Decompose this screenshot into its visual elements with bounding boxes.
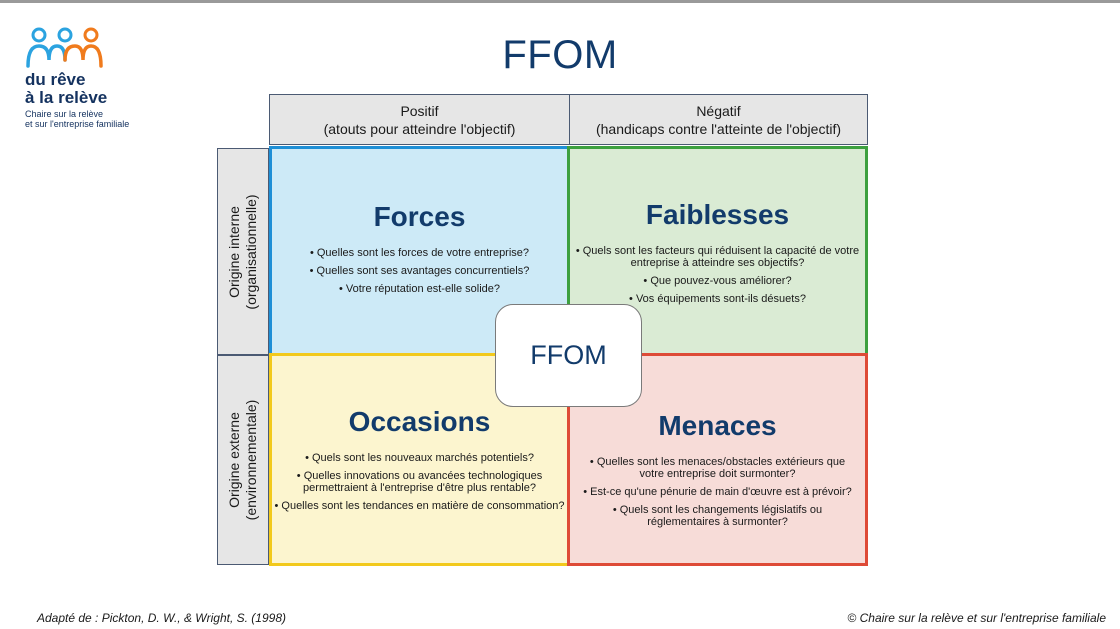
list-item: • Vos équipements sont-ils désuets? (629, 293, 806, 305)
logo: du rêve à la relève Chaire sur la relève… (25, 26, 185, 129)
quadrant-forces-list: • Quelles sont les forces de votre entre… (272, 247, 567, 295)
list-item: • Quels sont les changements législatifs… (612, 504, 823, 528)
list-item: • Votre réputation est-elle solide? (338, 283, 500, 295)
footer-copyright: © Chaire sur la relève et sur l'entrepri… (847, 611, 1106, 625)
quadrant-menaces-list: • Quelles sont les menaces/obstacles ext… (570, 456, 865, 528)
column-header-positif-line2: (atouts pour atteindre l'objectif) (323, 120, 516, 137)
center-label-box: FFOM (495, 304, 642, 407)
quadrant-occasions-list: • Quels sont les nouveaux marchés potent… (272, 452, 567, 512)
quadrant-occasions: Occasions • Quels sont les nouveaux marc… (269, 353, 570, 566)
quadrant-forces-title: Forces (373, 201, 466, 232)
list-item: • Quelles sont les menaces/obstacles ext… (589, 456, 846, 480)
column-header-negatif: Négatif (handicaps contre l'atteinte de … (569, 94, 868, 145)
footer-source: Adapté de : Pickton, D. W., & Wright, S.… (37, 611, 286, 625)
column-header-positif: Positif (atouts pour atteindre l'objecti… (269, 94, 570, 145)
quadrant-menaces-title: Menaces (658, 410, 777, 441)
list-item: • Est-ce qu'une pénurie de main d'œuvre … (583, 486, 852, 498)
quadrant-faiblesses-title: Faiblesses (645, 199, 790, 230)
row-header-externe: Origine externe (environnementale) (217, 355, 269, 565)
logo-sub-line1: Chaire sur la relève (25, 109, 104, 119)
three-people-icon (26, 27, 103, 68)
list-item: • Quelles innovations ou avancées techno… (296, 470, 543, 494)
logo-name-line2: à la relève (25, 88, 108, 107)
logo-sub-line2: et sur l'entreprise familiale (25, 119, 130, 129)
row-header-externe-line2: (environnementale) (243, 399, 259, 521)
column-header-positif-line1: Positif (400, 102, 439, 119)
list-item: • Quelles sont les forces de votre entre… (309, 247, 530, 259)
quadrant-occasions-title: Occasions (348, 406, 491, 437)
logo-name-line1: du rêve (25, 70, 86, 89)
center-label: FFOM (530, 340, 607, 370)
row-header-interne-text: Origine interne (organisationnelle) (226, 194, 260, 309)
list-item: • Quelles sont ses avantages concurrenti… (309, 265, 530, 277)
list-item: • Quels sont les facteurs qui réduisent … (575, 245, 860, 269)
row-header-interne-line2: (organisationnelle) (243, 193, 259, 310)
page-title: FFOM (502, 33, 618, 77)
column-header-negatif-line2: (handicaps contre l'atteinte de l'object… (595, 120, 842, 137)
row-header-interne: Origine interne (organisationnelle) (217, 148, 269, 355)
row-header-externe-line1: Origine externe (226, 412, 242, 508)
quadrant-faiblesses-list: • Quels sont les facteurs qui réduisent … (570, 245, 865, 305)
row-header-externe-text: Origine externe (environnementale) (226, 400, 260, 521)
list-item: • Quelles sont les tendances en matière … (274, 500, 565, 512)
list-item: • Que pouvez-vous améliorer? (643, 275, 792, 287)
list-item: • Quels sont les nouveaux marchés potent… (305, 452, 534, 464)
row-header-interne-line1: Origine interne (226, 205, 242, 298)
top-divider (0, 0, 1120, 3)
column-header-negatif-line1: Négatif (696, 102, 741, 119)
